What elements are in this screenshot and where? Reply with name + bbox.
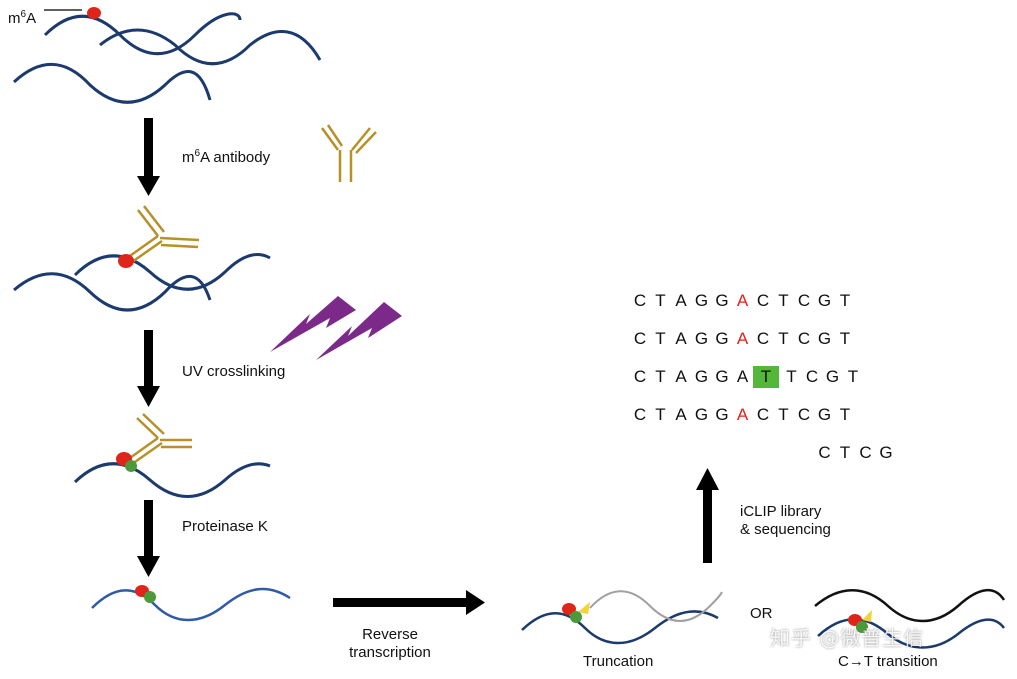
nucleotide: C [633,329,647,348]
rna-strand-3 [12,62,212,104]
rna-peptide-adduct [91,585,291,622]
nucleotide: C [633,367,647,386]
step-label-reverse-transcription: Reverse transcription [349,626,431,661]
step-label-iclip: iCLIP library & sequencing [740,503,831,538]
nucleotide: T [839,405,851,424]
nucleotide: A [736,291,749,310]
arrow-down-proteinase [137,500,160,577]
nucleotide: C [797,329,811,348]
crosslink-adduct-dot [144,591,156,603]
outcome-label-truncation: Truncation [583,653,654,670]
nucleotide: T [839,291,851,310]
m6a-site-dot [87,7,101,19]
watermark-text: 知乎 @微普生信 [770,626,925,650]
transition-outcome [814,589,1006,649]
rna-crosslinked [73,413,271,498]
antibody-icon [320,124,377,182]
nucleotide: A [736,367,749,386]
m6a-site-dot [118,254,134,268]
nucleotide: G [715,291,729,310]
nucleotide: T [839,443,851,462]
crosslink-adduct-dot [856,621,868,633]
nucleotide: C [633,291,647,310]
step-label-proteinase-k: Proteinase K [182,518,268,535]
nucleotide: T [778,291,789,310]
nucleotide: C [756,405,770,424]
crosslink-adduct-dot [570,611,582,623]
nucleotide: G [817,291,832,310]
arrow-down-uv [137,330,160,407]
nucleotide: G [694,291,709,310]
rna-with-antibody [13,205,271,312]
uv-bolt-icon [270,296,402,360]
nucleotide: C [805,367,819,386]
arrow-up-sequencing [696,468,719,563]
nucleotide: A [736,405,749,424]
arrow-down-antibody [137,118,160,196]
nucleotide: A [736,329,749,348]
nucleotide: T [655,367,666,386]
nucleotide: C [756,291,770,310]
nucleotide: G [879,443,893,462]
rna-strand-1 [43,12,242,56]
nucleotide: C [797,291,811,310]
m6a-site-dot [562,603,576,615]
nucleotide: G [817,405,832,424]
nucleotide: T [786,367,797,386]
crosslinked-antibody-icon [126,413,192,466]
nucleotide: T [753,366,779,388]
nucleotide: C [818,443,831,462]
step-label-antibody: m6A antibody [182,148,271,166]
truncation-outcome [521,590,723,645]
arrow-right-reverse-transcription [333,590,485,615]
nucleotide: G [694,367,709,386]
nucleotide: G [694,405,709,424]
nucleotide: G [694,329,709,348]
rna-strand-2 [99,28,322,66]
nucleotide: G [715,367,729,386]
nucleotide: A [675,329,687,348]
nucleotide: G [715,329,729,348]
m6a-marker-label: m6A [8,9,37,27]
nucleotide: C [633,405,647,424]
rna-pool [12,7,322,104]
nucleotide: T [655,291,666,310]
outcome-label-transition: C→T transition [838,653,938,670]
nucleotide: T [655,329,666,348]
nucleotide: C [797,405,811,424]
step-label-uv-crosslinking: UV crosslinking [182,363,286,380]
nucleotide: T [655,405,666,424]
nucleotide: A [675,367,687,386]
crosslink-adduct-dot [125,460,137,472]
nucleotide: G [715,405,729,424]
nucleotide: A [675,405,687,424]
nucleotide: T [839,329,851,348]
nucleotide: A [675,291,687,310]
nucleotide: T [778,329,789,348]
nucleotide: C [756,329,770,348]
nucleotide: T [847,367,859,386]
or-label: OR [750,605,773,622]
bound-antibody-icon [126,205,200,264]
nucleotide: T [778,405,789,424]
nucleotide: G [817,329,832,348]
nucleotide: C [859,443,872,462]
nucleotide: G [825,367,840,386]
